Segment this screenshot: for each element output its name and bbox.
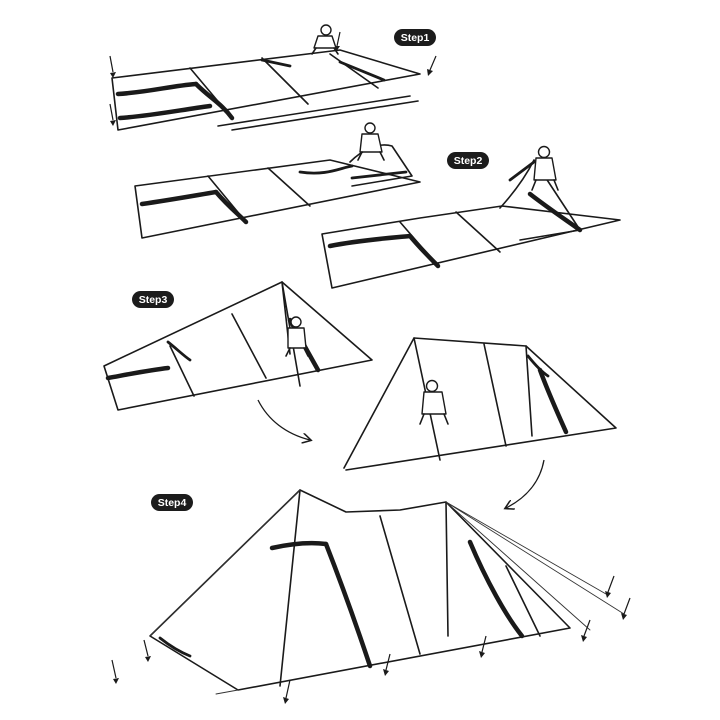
flow-arrow-icon xyxy=(506,459,545,508)
step4-badge: Step4 xyxy=(151,494,193,511)
svg-text:Step2: Step2 xyxy=(454,155,483,167)
step1-badge: Step1 xyxy=(394,29,436,46)
svg-text:Step3: Step3 xyxy=(139,294,168,306)
person-figure xyxy=(311,24,339,55)
step2-badge: Step2 xyxy=(447,152,489,169)
step2-illustration-a xyxy=(134,122,421,239)
step3-illustration-a xyxy=(103,281,373,411)
step3-badge: Step3 xyxy=(132,291,174,308)
person-figure xyxy=(531,145,559,191)
person-figure xyxy=(419,379,449,425)
flow-arrow-icon xyxy=(257,399,310,440)
step3-illustration-b xyxy=(343,337,617,471)
svg-text:Step4: Step4 xyxy=(158,497,187,509)
person-figure xyxy=(285,316,309,357)
step2-illustration-b xyxy=(321,145,621,289)
step1-illustration xyxy=(109,24,437,131)
svg-text:Step1: Step1 xyxy=(401,32,430,44)
person-figure xyxy=(357,122,385,161)
step4-illustration xyxy=(111,489,631,704)
